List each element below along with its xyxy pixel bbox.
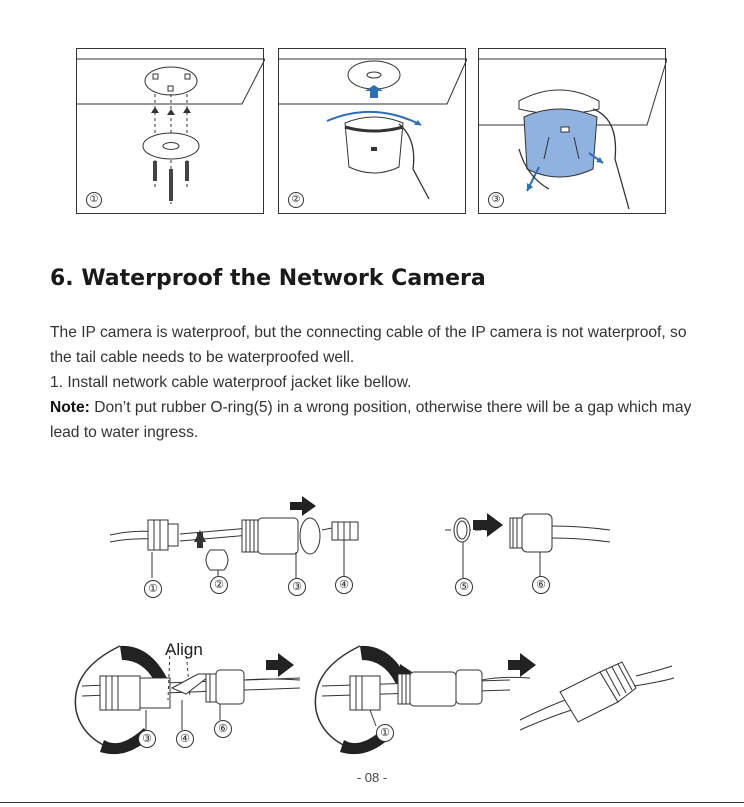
part-callout-1: ①: [144, 580, 162, 598]
ceiling-mount-illustration: [77, 49, 265, 215]
install-step-panel-2: ②: [278, 48, 466, 214]
note-label: Note:: [50, 399, 90, 416]
section-title: 6. Waterproof the Network Camera: [50, 266, 486, 291]
part-callout-6: ⑥: [532, 576, 550, 594]
assembly-callout-6: ⑥: [214, 720, 232, 738]
step-number: ③: [488, 192, 504, 208]
install-step-panel-1: ①: [76, 48, 264, 214]
step-number: ①: [86, 192, 102, 208]
instruction-text: The IP camera is waterproof, but the con…: [50, 320, 710, 445]
part-callout-3: ③: [288, 578, 306, 596]
note-text: Don’t put rubber O-ring(5) in a wrong po…: [50, 399, 691, 441]
assembly-callout-4: ④: [176, 730, 194, 748]
part-callout-2: ②: [210, 576, 228, 594]
step-1-paragraph: 1. Install network cable waterproof jack…: [50, 370, 710, 395]
step-number: ②: [288, 192, 304, 208]
assembly-callout-1: ①: [376, 724, 394, 742]
dome-adjust-illustration: [479, 49, 667, 215]
intro-paragraph: The IP camera is waterproof, but the con…: [50, 320, 710, 370]
camera-rotate-illustration: [279, 49, 467, 215]
bottom-rule: [0, 802, 744, 803]
note-paragraph: Note: Don’t put rubber O-ring(5) in a wr…: [50, 395, 710, 445]
waterproof-parts-diagram: [100, 490, 660, 600]
install-step-panel-3: ③: [478, 48, 666, 214]
part-callout-4: ④: [335, 576, 353, 594]
assembly-callout-3: ③: [138, 730, 156, 748]
page-number: - 08 -: [0, 770, 744, 785]
part-callout-5: ⑤: [455, 578, 473, 596]
